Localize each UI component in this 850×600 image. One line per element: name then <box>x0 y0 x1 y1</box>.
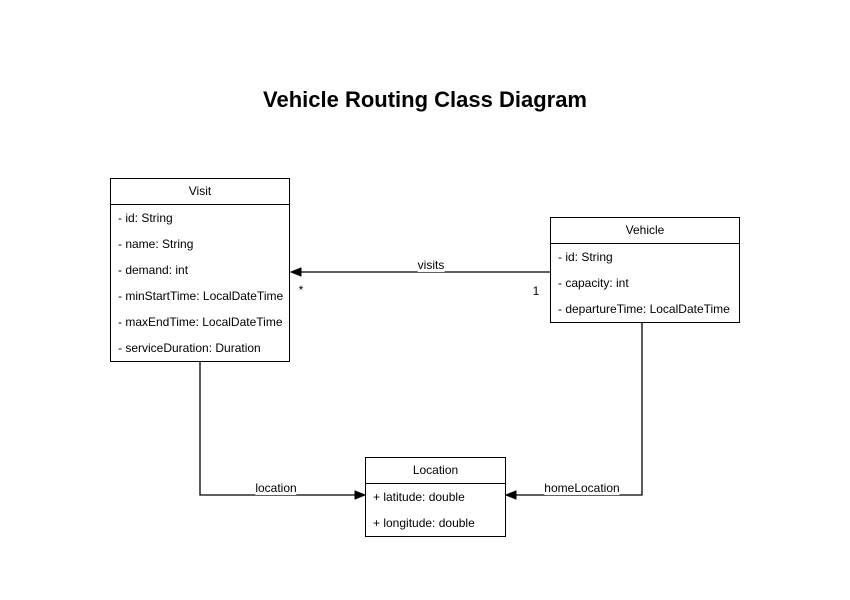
edge-location-line[interactable] <box>199 359 356 496</box>
class-visit-attribute: - minStartTime: LocalDateTime <box>118 289 284 303</box>
edge-label-location[interactable]: location <box>255 481 297 495</box>
class-location[interactable]: Location + latitude: double + longitude:… <box>365 457 506 537</box>
class-location-attribute: + longitude: double <box>373 516 475 530</box>
class-visit-attribute: - serviceDuration: Duration <box>118 341 261 355</box>
edge-visits-source-multiplicity[interactable]: 1 <box>532 284 540 298</box>
class-location-attribute: + latitude: double <box>373 490 465 504</box>
edge-label-visits[interactable]: visits <box>417 258 445 272</box>
edge-label-homelocation[interactable]: homeLocation <box>544 481 620 495</box>
edge-homelocation-line[interactable] <box>516 320 643 496</box>
class-visit[interactable]: Visit - id: String - name: String - dema… <box>110 178 290 362</box>
class-vehicle-attribute: - id: String <box>558 250 613 264</box>
class-location-title: Location <box>366 458 505 484</box>
class-visit-attribute: - id: String <box>118 211 173 225</box>
edge-visits-arrowhead-icon <box>289 267 302 277</box>
class-visit-title: Visit <box>111 179 289 205</box>
edge-location-arrowhead-icon <box>354 490 367 500</box>
edge-homelocation-arrowhead-icon <box>504 490 517 500</box>
class-visit-attribute: - maxEndTime: LocalDateTime <box>118 315 283 329</box>
class-visit-attribute: - name: String <box>118 237 194 251</box>
edge-visits-target-multiplicity[interactable]: * <box>298 283 304 297</box>
diagram-title: Vehicle Routing Class Diagram <box>263 87 587 112</box>
class-vehicle-attribute: - capacity: int <box>558 276 629 290</box>
class-vehicle-attribute: - departureTime: LocalDateTime <box>558 302 730 316</box>
class-vehicle-title: Vehicle <box>551 218 739 244</box>
class-visit-attribute: - demand: int <box>118 263 189 277</box>
class-vehicle[interactable]: Vehicle - id: String - capacity: int - d… <box>550 217 740 323</box>
